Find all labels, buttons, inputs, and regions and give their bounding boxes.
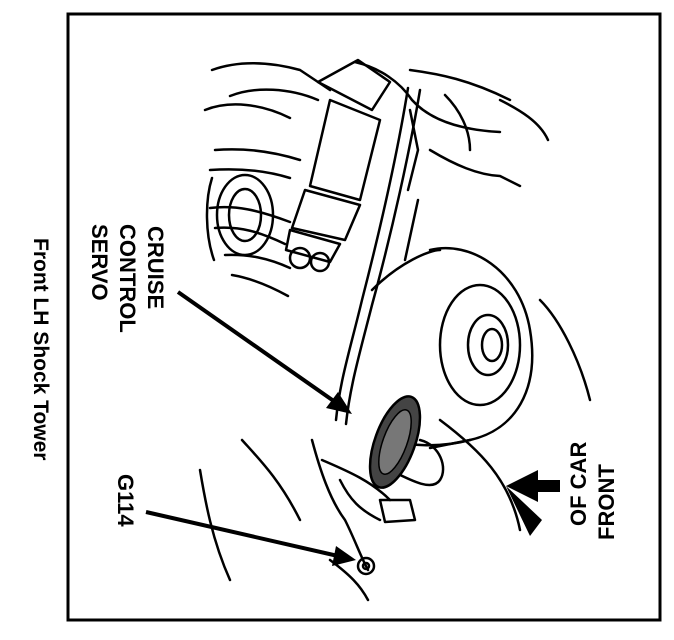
servo-label-line-3: SERVO bbox=[87, 224, 112, 301]
servo-label-line-1: CRUISE bbox=[143, 226, 168, 309]
servo-leader-arrow bbox=[176, 290, 352, 414]
label-cruise-control-servo: CRUISE CONTROL SERVO bbox=[87, 224, 168, 333]
label-front-of-car: FRONT OF CAR bbox=[566, 442, 619, 540]
engine-line-art bbox=[198, 58, 592, 602]
diagram-frame bbox=[66, 12, 662, 622]
servo-diaphragm bbox=[368, 395, 422, 489]
front-label-line-2: OF CAR bbox=[566, 442, 591, 526]
front-of-car-arrow bbox=[506, 470, 560, 536]
servo-label-line-2: CONTROL bbox=[115, 224, 140, 333]
ground-leader-arrow bbox=[145, 510, 356, 566]
label-ground-g114: G114 bbox=[113, 474, 138, 527]
front-label-line-1: FRONT bbox=[594, 464, 619, 540]
